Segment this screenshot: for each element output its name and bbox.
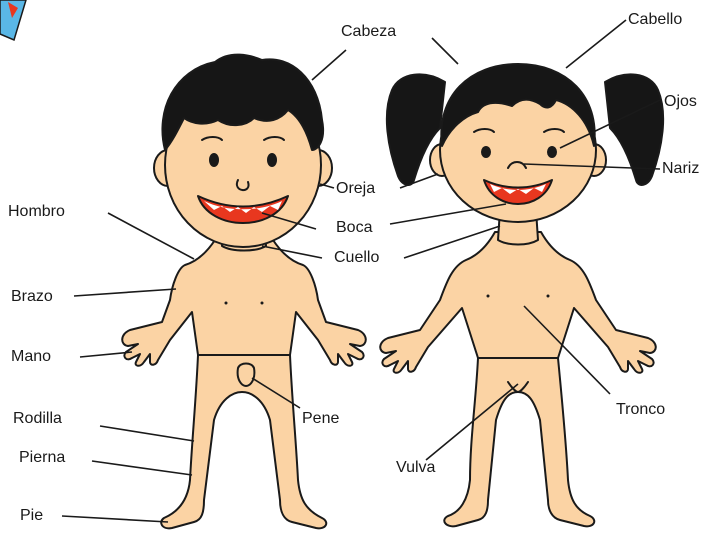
label-hombro: Hombro: [8, 204, 65, 220]
girl-legs: [444, 358, 594, 526]
boy-penis: [238, 364, 255, 387]
label-cuello: Cuello: [334, 250, 379, 266]
label-boca: Boca: [336, 220, 372, 236]
label-pierna: Pierna: [19, 450, 65, 466]
label-pie: Pie: [20, 508, 43, 524]
line-hombro: [108, 213, 194, 259]
line-cabeza-girl: [432, 38, 458, 64]
label-cabello: Cabello: [628, 12, 682, 28]
boy-torso: [122, 240, 366, 366]
girl-torso: [380, 232, 656, 373]
label-nariz: Nariz: [662, 161, 699, 177]
line-cabeza-boy: [312, 50, 346, 80]
line-pierna: [92, 461, 192, 475]
label-oreja: Oreja: [336, 181, 375, 197]
line-rodilla: [100, 426, 194, 441]
label-rodilla: Rodilla: [13, 411, 62, 427]
label-pene: Pene: [302, 411, 339, 427]
label-tronco: Tronco: [616, 402, 665, 418]
label-cabeza: Cabeza: [341, 24, 396, 40]
label-ojos: Ojos: [664, 94, 697, 110]
label-vulva: Vulva: [396, 460, 435, 476]
line-pie: [62, 516, 168, 522]
corner-stamp: [0, 0, 26, 40]
label-mano: Mano: [11, 349, 51, 365]
label-brazo: Brazo: [11, 289, 53, 305]
line-cabello: [566, 20, 626, 68]
line-brazo: [74, 289, 176, 296]
girl-figure: [380, 64, 663, 526]
boy-figure: [122, 55, 366, 529]
